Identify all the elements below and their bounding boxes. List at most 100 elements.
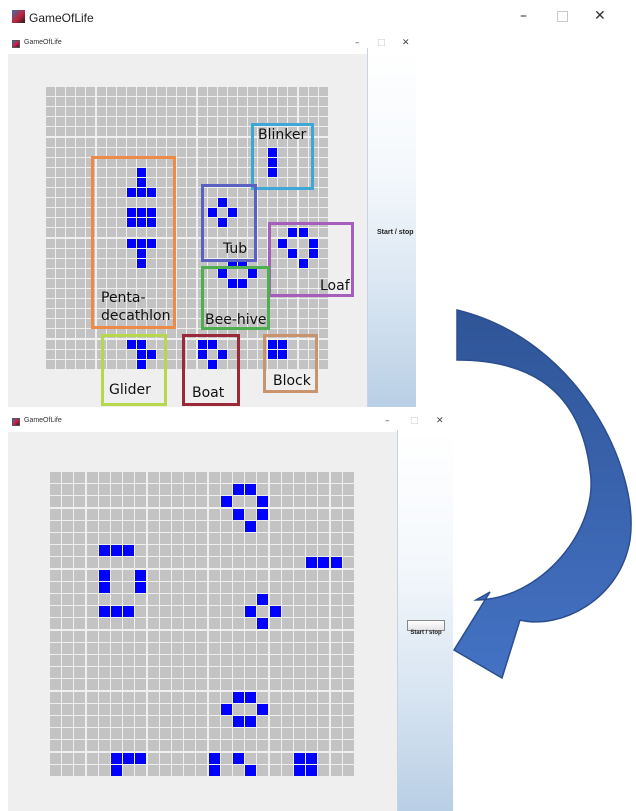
top-dead-cell[interactable] — [278, 258, 288, 268]
bottom-dead-cell[interactable] — [172, 716, 183, 727]
bottom-live-cell[interactable] — [245, 764, 257, 776]
top-live-cell[interactable] — [197, 349, 207, 359]
bottom-dead-cell[interactable] — [62, 764, 74, 776]
top-dead-cell[interactable] — [46, 127, 55, 137]
top-dead-cell[interactable] — [106, 87, 116, 96]
top-dead-cell[interactable] — [66, 278, 76, 288]
top-dead-cell[interactable] — [46, 289, 55, 298]
bottom-dead-cell[interactable] — [330, 740, 342, 752]
top-live-cell[interactable] — [308, 238, 318, 248]
bottom-dead-cell[interactable] — [50, 557, 61, 569]
top-dead-cell[interactable] — [217, 147, 227, 157]
top-dead-cell[interactable] — [248, 107, 257, 117]
top-dead-cell[interactable] — [106, 177, 116, 187]
bottom-dead-cell[interactable] — [172, 679, 183, 691]
top-dead-cell[interactable] — [298, 278, 308, 288]
bottom-dead-cell[interactable] — [294, 484, 305, 496]
top-dead-cell[interactable] — [308, 228, 318, 238]
top-dead-cell[interactable] — [227, 117, 237, 127]
top-dead-cell[interactable] — [116, 97, 126, 107]
top-dead-cell[interactable] — [278, 248, 288, 258]
bottom-dead-cell[interactable] — [172, 557, 183, 569]
top-dead-cell[interactable] — [66, 248, 76, 258]
top-dead-cell[interactable] — [308, 107, 318, 117]
top-dead-cell[interactable] — [126, 157, 136, 167]
top-dead-cell[interactable] — [278, 299, 288, 309]
bottom-dead-cell[interactable] — [330, 472, 342, 483]
top-live-cell[interactable] — [298, 228, 308, 238]
bottom-dead-cell[interactable] — [159, 703, 171, 715]
bottom-dead-cell[interactable] — [111, 520, 122, 532]
bottom-dead-cell[interactable] — [257, 606, 269, 618]
bottom-dead-cell[interactable] — [306, 533, 318, 544]
bottom-dead-cell[interactable] — [220, 752, 232, 764]
bottom-dead-cell[interactable] — [159, 679, 171, 691]
top-live-cell[interactable] — [147, 208, 156, 218]
bottom-dead-cell[interactable] — [98, 472, 110, 483]
top-dead-cell[interactable] — [268, 319, 278, 329]
bottom-dead-cell[interactable] — [74, 642, 86, 654]
top-dead-cell[interactable] — [207, 167, 217, 177]
top-dead-cell[interactable] — [217, 87, 227, 96]
top-dead-cell[interactable] — [227, 177, 237, 187]
bottom-cell-grid[interactable] — [50, 472, 356, 778]
top-dead-cell[interactable] — [298, 309, 308, 319]
top-dead-cell[interactable] — [207, 329, 217, 339]
bottom-live-cell[interactable] — [98, 569, 110, 581]
top-dead-cell[interactable] — [288, 87, 298, 96]
bottom-dead-cell[interactable] — [245, 752, 257, 764]
top-dead-cell[interactable] — [318, 97, 328, 107]
bottom-dead-cell[interactable] — [98, 630, 110, 642]
bottom-dead-cell[interactable] — [233, 655, 244, 666]
top-dead-cell[interactable] — [106, 329, 116, 339]
top-dead-cell[interactable] — [217, 107, 227, 117]
top-dead-cell[interactable] — [207, 228, 217, 238]
bottom-dead-cell[interactable] — [62, 630, 74, 642]
bottom-dead-cell[interactable] — [50, 728, 61, 740]
top-dead-cell[interactable] — [167, 157, 177, 167]
bottom-dead-cell[interactable] — [306, 703, 318, 715]
top-dead-cell[interactable] — [106, 349, 116, 359]
bottom-dead-cell[interactable] — [233, 472, 244, 483]
top-dead-cell[interactable] — [237, 329, 247, 339]
top-dead-cell[interactable] — [66, 157, 76, 167]
bottom-dead-cell[interactable] — [330, 679, 342, 691]
top-dead-cell[interactable] — [197, 329, 207, 339]
bottom-dead-cell[interactable] — [245, 545, 257, 557]
top-dead-cell[interactable] — [96, 248, 106, 258]
top-dead-cell[interactable] — [217, 228, 227, 238]
bottom-dead-cell[interactable] — [208, 569, 220, 581]
top-dead-cell[interactable] — [258, 329, 268, 339]
bottom-dead-cell[interactable] — [318, 472, 330, 483]
bottom-dead-cell[interactable] — [294, 496, 305, 508]
top-dead-cell[interactable] — [106, 147, 116, 157]
bottom-dead-cell[interactable] — [86, 691, 98, 703]
top-dead-cell[interactable] — [66, 208, 76, 218]
bottom-dead-cell[interactable] — [269, 691, 281, 703]
top-dead-cell[interactable] — [126, 177, 136, 187]
bottom-dead-cell[interactable] — [257, 752, 269, 764]
bottom-dead-cell[interactable] — [50, 703, 61, 715]
top-dead-cell[interactable] — [177, 349, 187, 359]
top-dead-cell[interactable] — [66, 147, 76, 157]
bottom-live-cell[interactable] — [135, 752, 147, 764]
top-dead-cell[interactable] — [318, 349, 328, 359]
bottom-dead-cell[interactable] — [111, 703, 122, 715]
bottom-dead-cell[interactable] — [50, 496, 61, 508]
top-dead-cell[interactable] — [167, 319, 177, 329]
bottom-dead-cell[interactable] — [50, 594, 61, 605]
bottom-dead-cell[interactable] — [294, 533, 305, 544]
top-dead-cell[interactable] — [278, 87, 288, 96]
outer-minimize-button[interactable]: – — [520, 8, 527, 24]
top-dead-cell[interactable] — [248, 97, 257, 107]
top-dead-cell[interactable] — [237, 319, 247, 329]
bottom-dead-cell[interactable] — [269, 557, 281, 569]
bottom-dead-cell[interactable] — [318, 484, 330, 496]
top-dead-cell[interactable] — [177, 97, 187, 107]
top-dead-cell[interactable] — [298, 107, 308, 117]
top-dead-cell[interactable] — [96, 218, 106, 228]
bottom-dead-cell[interactable] — [172, 740, 183, 752]
top-dead-cell[interactable] — [167, 87, 177, 96]
bottom-dead-cell[interactable] — [294, 569, 305, 581]
top-dead-cell[interactable] — [157, 107, 167, 117]
